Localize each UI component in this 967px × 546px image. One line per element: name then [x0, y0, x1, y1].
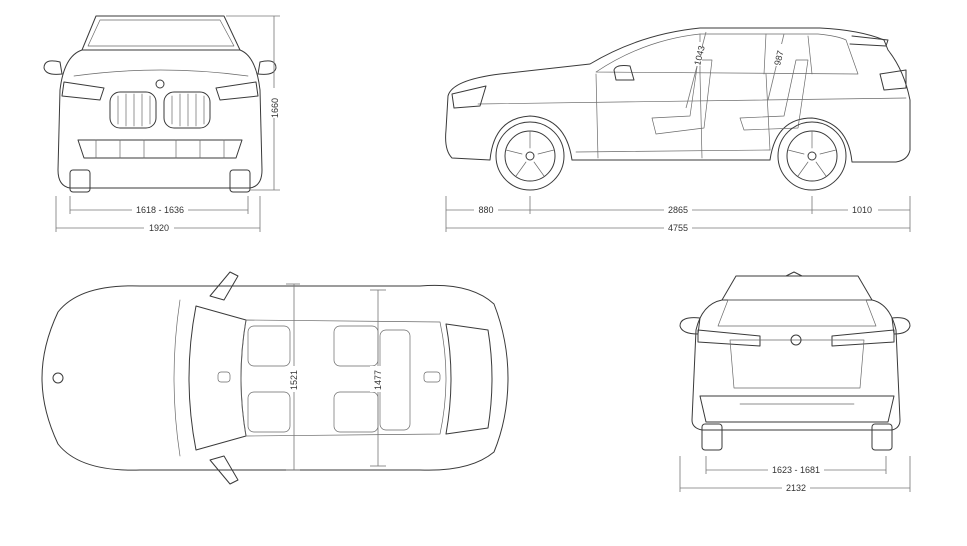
rear-shoulder-width-label: 1477 — [373, 370, 383, 390]
rear-track-label: 1623 - 1681 — [772, 465, 820, 475]
front-height-dimension: 1660 — [226, 15, 282, 191]
top-front-width-dimension: 1521 — [286, 283, 300, 471]
rear-track-dimension: 1623 - 1681 — [705, 456, 887, 476]
rear-headroom-label: 987 — [772, 49, 785, 66]
front-view-car-outline — [43, 15, 277, 193]
front-width-label: 1920 — [149, 223, 169, 233]
wheelbase-label: 2865 — [668, 205, 688, 215]
front-headroom-dimension: 1043 — [685, 31, 707, 109]
rear-overhang-label: 1010 — [852, 205, 872, 215]
side-view-car-outline — [445, 27, 911, 191]
front-height-label: 1660 — [270, 98, 280, 118]
rear-mirror-width-dimension: 2132 — [679, 456, 911, 494]
side-overall-length-dimension: 4755 — [446, 222, 910, 234]
front-overall-width-dimension: 1920 — [55, 196, 261, 234]
front-track-dimension: 1618 - 1636 — [69, 196, 249, 216]
side-view: 1043 987 880 2865 1010 4755 — [445, 27, 911, 234]
top-view-car-outline — [41, 271, 509, 485]
front-headroom-label: 1043 — [692, 45, 707, 67]
front-view: 1660 1618 - 1636 1920 — [43, 15, 282, 234]
rear-view: 1623 - 1681 2132 — [679, 271, 911, 494]
top-view: 1521 1477 — [41, 271, 509, 485]
overall-length-label: 4755 — [668, 223, 688, 233]
rear-view-car-outline — [679, 271, 911, 451]
front-track-label: 1618 - 1636 — [136, 205, 184, 215]
side-segment-dimensions: 880 2865 1010 — [445, 196, 911, 232]
rear-width-label: 2132 — [786, 483, 806, 493]
front-shoulder-width-label: 1521 — [289, 370, 299, 390]
rear-headroom-dimension: 987 — [767, 33, 786, 101]
front-overhang-label: 880 — [478, 205, 493, 215]
top-rear-width-dimension: 1477 — [370, 289, 386, 467]
